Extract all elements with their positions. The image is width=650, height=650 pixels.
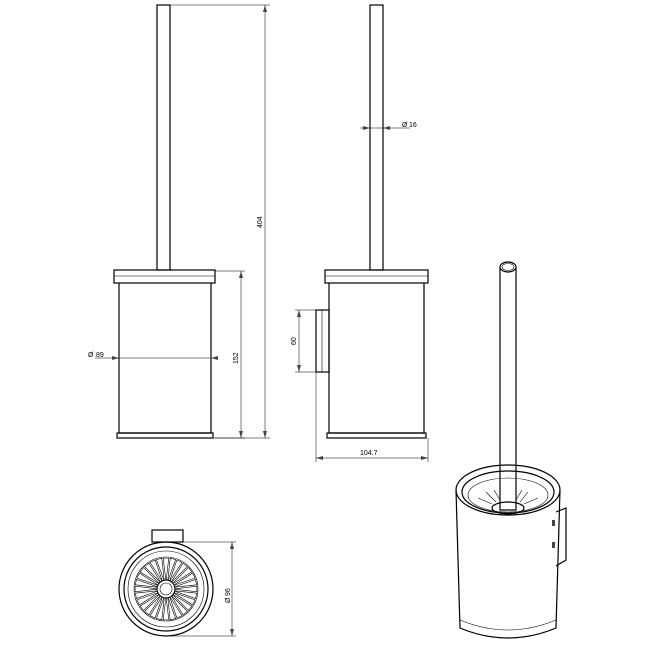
handle-diameter-label: Ø [402,122,408,129]
perspective-view [455,261,567,639]
bristle [144,562,161,582]
bristle [174,592,196,606]
side-handle [369,4,384,271]
bristle [139,567,159,584]
front-handle [156,4,171,271]
front-view: Ø 89 152 404 [88,4,270,439]
bristle [134,579,157,588]
bristle [162,557,170,580]
bristle [175,579,198,588]
bristle [167,598,176,621]
bristle [149,597,163,619]
top-bracket [151,529,184,543]
bristle [139,594,159,611]
side-cup-base [326,432,427,439]
bristle [136,572,158,586]
bristle [167,557,176,580]
depth-value: 104.7 [360,450,378,457]
front-lid [113,269,216,284]
bristle [175,590,198,599]
handle-diameter-value: 16 [409,122,417,129]
perspective-cup [455,489,561,639]
bristle [171,596,188,616]
perspective-bracket [555,507,567,567]
bristle [156,557,165,580]
wall-bracket [315,309,330,373]
base-diameter-label: Ø [225,597,232,603]
perspective-handle [499,268,517,511]
bristle [173,594,193,611]
cup-diameter-label: Ø [88,352,94,359]
top-center-hub [156,579,176,599]
side-cup [328,283,425,434]
front-cup-base [116,432,214,439]
top-view: Ø 96 [118,529,236,637]
bristle [169,597,183,619]
bristle [134,585,157,593]
base-diameter-value: 96 [225,588,232,596]
total-height-value: 404 [257,216,264,228]
cup-height-value: 152 [233,352,240,364]
side-view: Ø 16 60 104.7 [291,4,429,462]
bristle [171,562,188,582]
bristle [174,572,196,586]
bristle [149,559,163,581]
bristle [136,592,158,606]
bristle [144,596,161,616]
bristle [134,590,157,599]
bristle [173,567,193,584]
bristle [175,585,198,593]
bristle [162,598,170,621]
side-lid [324,269,429,284]
bristle [169,559,183,581]
bristle [156,598,165,621]
bracket-height-value: 60 [291,337,298,345]
bristle-pattern [134,557,198,621]
perspective-rim [455,464,561,516]
cup-diameter-value: 89 [96,352,104,359]
